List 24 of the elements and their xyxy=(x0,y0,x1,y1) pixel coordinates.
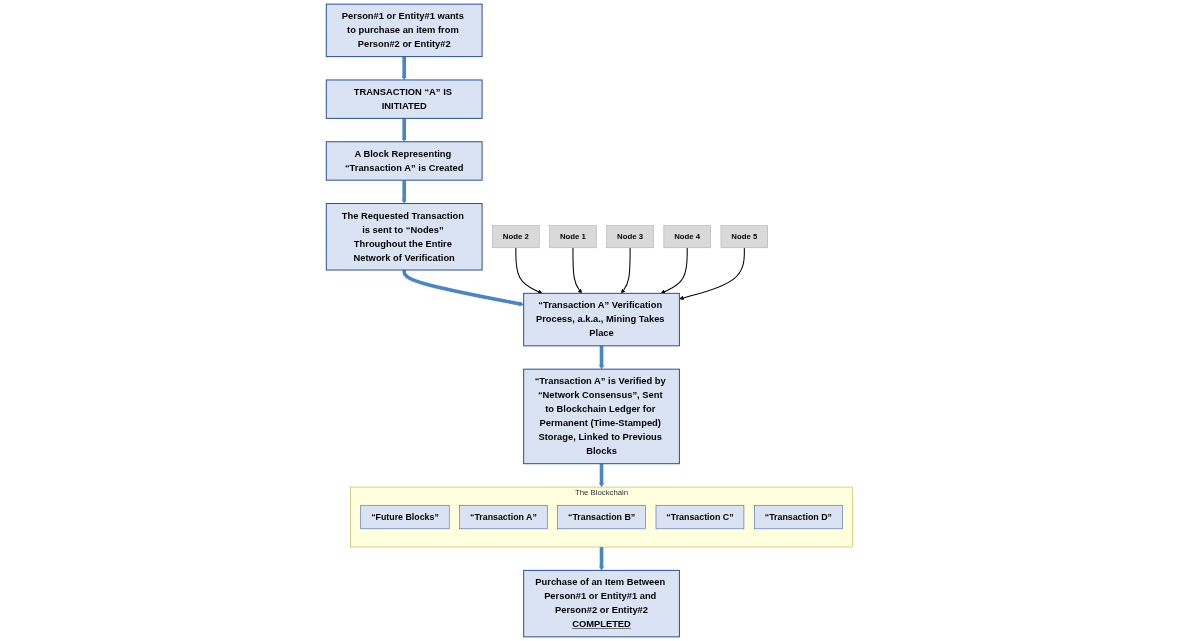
arrow xyxy=(402,269,524,307)
node-box: TRANSACTION “A” IS INITIATED xyxy=(325,79,483,119)
arrow xyxy=(401,118,407,142)
arrow xyxy=(599,345,604,370)
arrow xyxy=(599,547,604,571)
node-box: Purchase of an Item Between Person#1 or Entity#1 and Person#2 or Entity#2 COMPLETED xyxy=(523,569,680,638)
arrow xyxy=(572,247,582,294)
node-box: A Block Representing “Transaction A” is Created xyxy=(325,141,483,181)
arrow xyxy=(515,247,543,294)
arrow xyxy=(599,463,604,488)
node-box: “Transaction A” Verification Process, a.k.a., Mining Takes Place xyxy=(523,292,680,347)
arrow xyxy=(401,56,407,81)
node-box: “Transaction C” xyxy=(655,504,745,530)
arrow xyxy=(679,247,745,301)
node-box: “Transaction B” xyxy=(557,504,646,530)
node-box: “Future Blocks” xyxy=(360,504,450,530)
arrow xyxy=(660,247,688,294)
arrow xyxy=(401,180,407,204)
node-box: Person#1 or Entity#1 wants to purchase an item from Person#2 or Entity#2 xyxy=(325,3,483,58)
node-box: “Transaction D” xyxy=(754,504,843,530)
node-box: The Requested Transaction is sent to “Nodes” Throughout the Entire Network of Verification xyxy=(325,203,483,271)
node-box: “Transaction A” xyxy=(459,504,548,530)
arrow xyxy=(621,247,631,294)
node-box: “Transaction A” is Verified by “Network Consensus”, Sent to Blockchain Ledger for Permanent (Time-Stamped) Storage, Linked to Previous Blocks xyxy=(523,368,680,465)
